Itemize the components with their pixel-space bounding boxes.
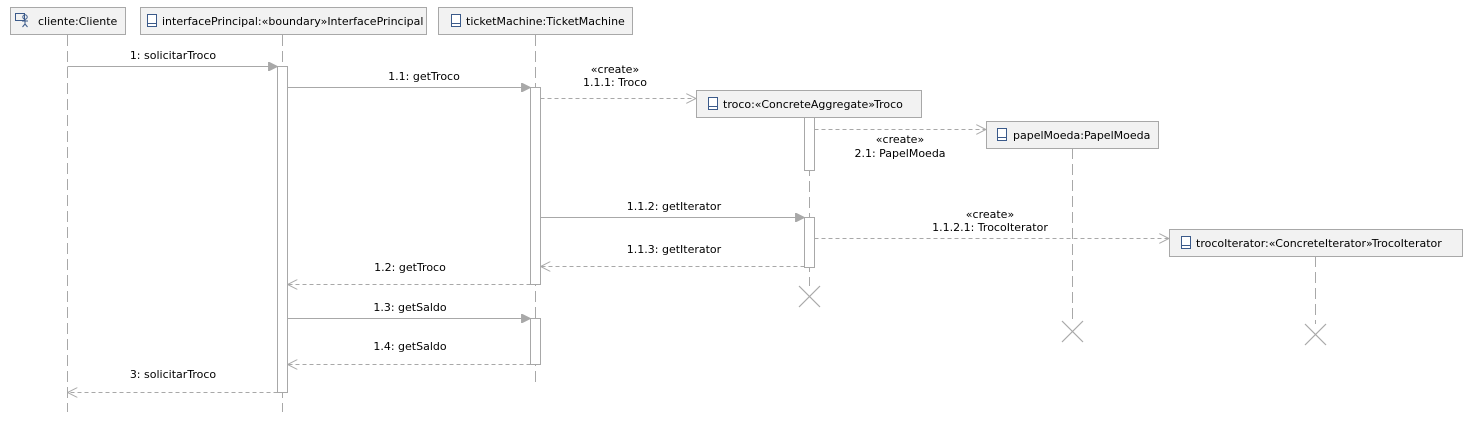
message-label: 1.2: getTroco (374, 261, 446, 274)
message-label: 3: solicitarTroco (130, 368, 217, 381)
lifeline-label: trocoIterator:«ConcreteIterator»TrocoIte… (1196, 237, 1442, 250)
destroy-marks (798, 285, 1327, 346)
messages: 1: solicitarTroco 1.1: getTroco «create»… (67, 49, 1170, 393)
class-icon (1181, 236, 1191, 249)
activation-bar (804, 217, 815, 268)
destroy-x-icon (1304, 323, 1327, 346)
lifeline-lines (67, 35, 1316, 412)
destroy-x-icon (1061, 320, 1084, 343)
message-1-2[interactable]: 1.2: getTroco (287, 261, 531, 285)
lifeline-box[interactable] (1169, 229, 1463, 257)
lifeline-label: cliente:Cliente (38, 15, 118, 28)
activation-bar (277, 66, 288, 393)
activation-bars (277, 66, 815, 393)
lifeline-interfacePrincipal[interactable]: interfacePrincipal:«boundary»InterfacePr… (140, 7, 427, 35)
message-1-4[interactable]: 1.4: getSaldo (287, 340, 531, 365)
lifeline-label: ticketMachine:TicketMachine (466, 15, 625, 28)
class-icon (708, 97, 718, 110)
message-label: 1.1.3: getIterator (627, 243, 722, 256)
message-1-1-2[interactable]: 1.1.2: getIterator (540, 200, 805, 218)
destroy-x-icon (798, 285, 821, 308)
class-icon (451, 14, 461, 27)
message-label: 1.1.2.1: TrocoIterator (932, 221, 1048, 234)
message-label: 1.1: getTroco (388, 70, 460, 83)
lifeline-box[interactable] (696, 90, 922, 118)
message-1-1-3[interactable]: 1.1.3: getIterator (540, 243, 805, 267)
message-1-3[interactable]: 1.3: getSaldo (287, 301, 531, 319)
lifeline-papelMoeda[interactable]: papelMoeda:PapelMoeda (986, 121, 1159, 149)
lifeline-trocoIterator[interactable]: trocoIterator:«ConcreteIterator»TrocoIte… (1169, 229, 1463, 257)
lifeline-box[interactable] (438, 7, 633, 35)
lifeline-label: interfacePrincipal:«boundary»InterfacePr… (162, 15, 423, 28)
message-1-1-2-1[interactable]: «create» 1.1.2.1: TrocoIterator (814, 208, 1170, 239)
message-stereotype: «create» (591, 63, 639, 76)
lifeline-box[interactable] (986, 121, 1159, 149)
message-label: 1.4: getSaldo (373, 340, 447, 353)
lifeline-cliente[interactable]: cliente:Cliente (10, 7, 126, 35)
lifeline-box[interactable] (10, 7, 126, 35)
lifeline-box[interactable] (140, 7, 427, 35)
message-label: 1: solicitarTroco (130, 49, 217, 62)
lifeline-ticketMachine[interactable]: ticketMachine:TicketMachine (438, 7, 633, 35)
message-label: 1.1.1: Troco (583, 76, 647, 89)
message-1[interactable]: 1: solicitarTroco (67, 49, 278, 67)
lifeline-heads: cliente:Cliente interfacePrincipal:«boun… (10, 7, 1463, 257)
class-icon (997, 128, 1007, 141)
actor-icon (15, 13, 28, 28)
message-3[interactable]: 3: solicitarTroco (67, 368, 278, 393)
lifeline-label: papelMoeda:PapelMoeda (1013, 129, 1150, 142)
class-icon (147, 14, 157, 27)
message-label: 1.3: getSaldo (373, 301, 447, 314)
lifeline-label: troco:«ConcreteAggregate»Troco (723, 98, 903, 111)
activation-bar (530, 87, 541, 285)
message-1-1-1[interactable]: «create» 1.1.1: Troco (540, 63, 697, 99)
message-label: 1.1.2: getIterator (627, 200, 722, 213)
lifeline-troco[interactable]: troco:«ConcreteAggregate»Troco (696, 90, 922, 118)
message-2-1[interactable]: «create» 2.1: PapelMoeda (814, 130, 987, 161)
activation-bar (530, 318, 541, 365)
activation-bar (804, 117, 815, 171)
message-1-1[interactable]: 1.1: getTroco (287, 70, 531, 88)
message-stereotype: «create» (966, 208, 1014, 221)
message-label: 2.1: PapelMoeda (854, 147, 945, 160)
message-stereotype: «create» (876, 133, 924, 146)
